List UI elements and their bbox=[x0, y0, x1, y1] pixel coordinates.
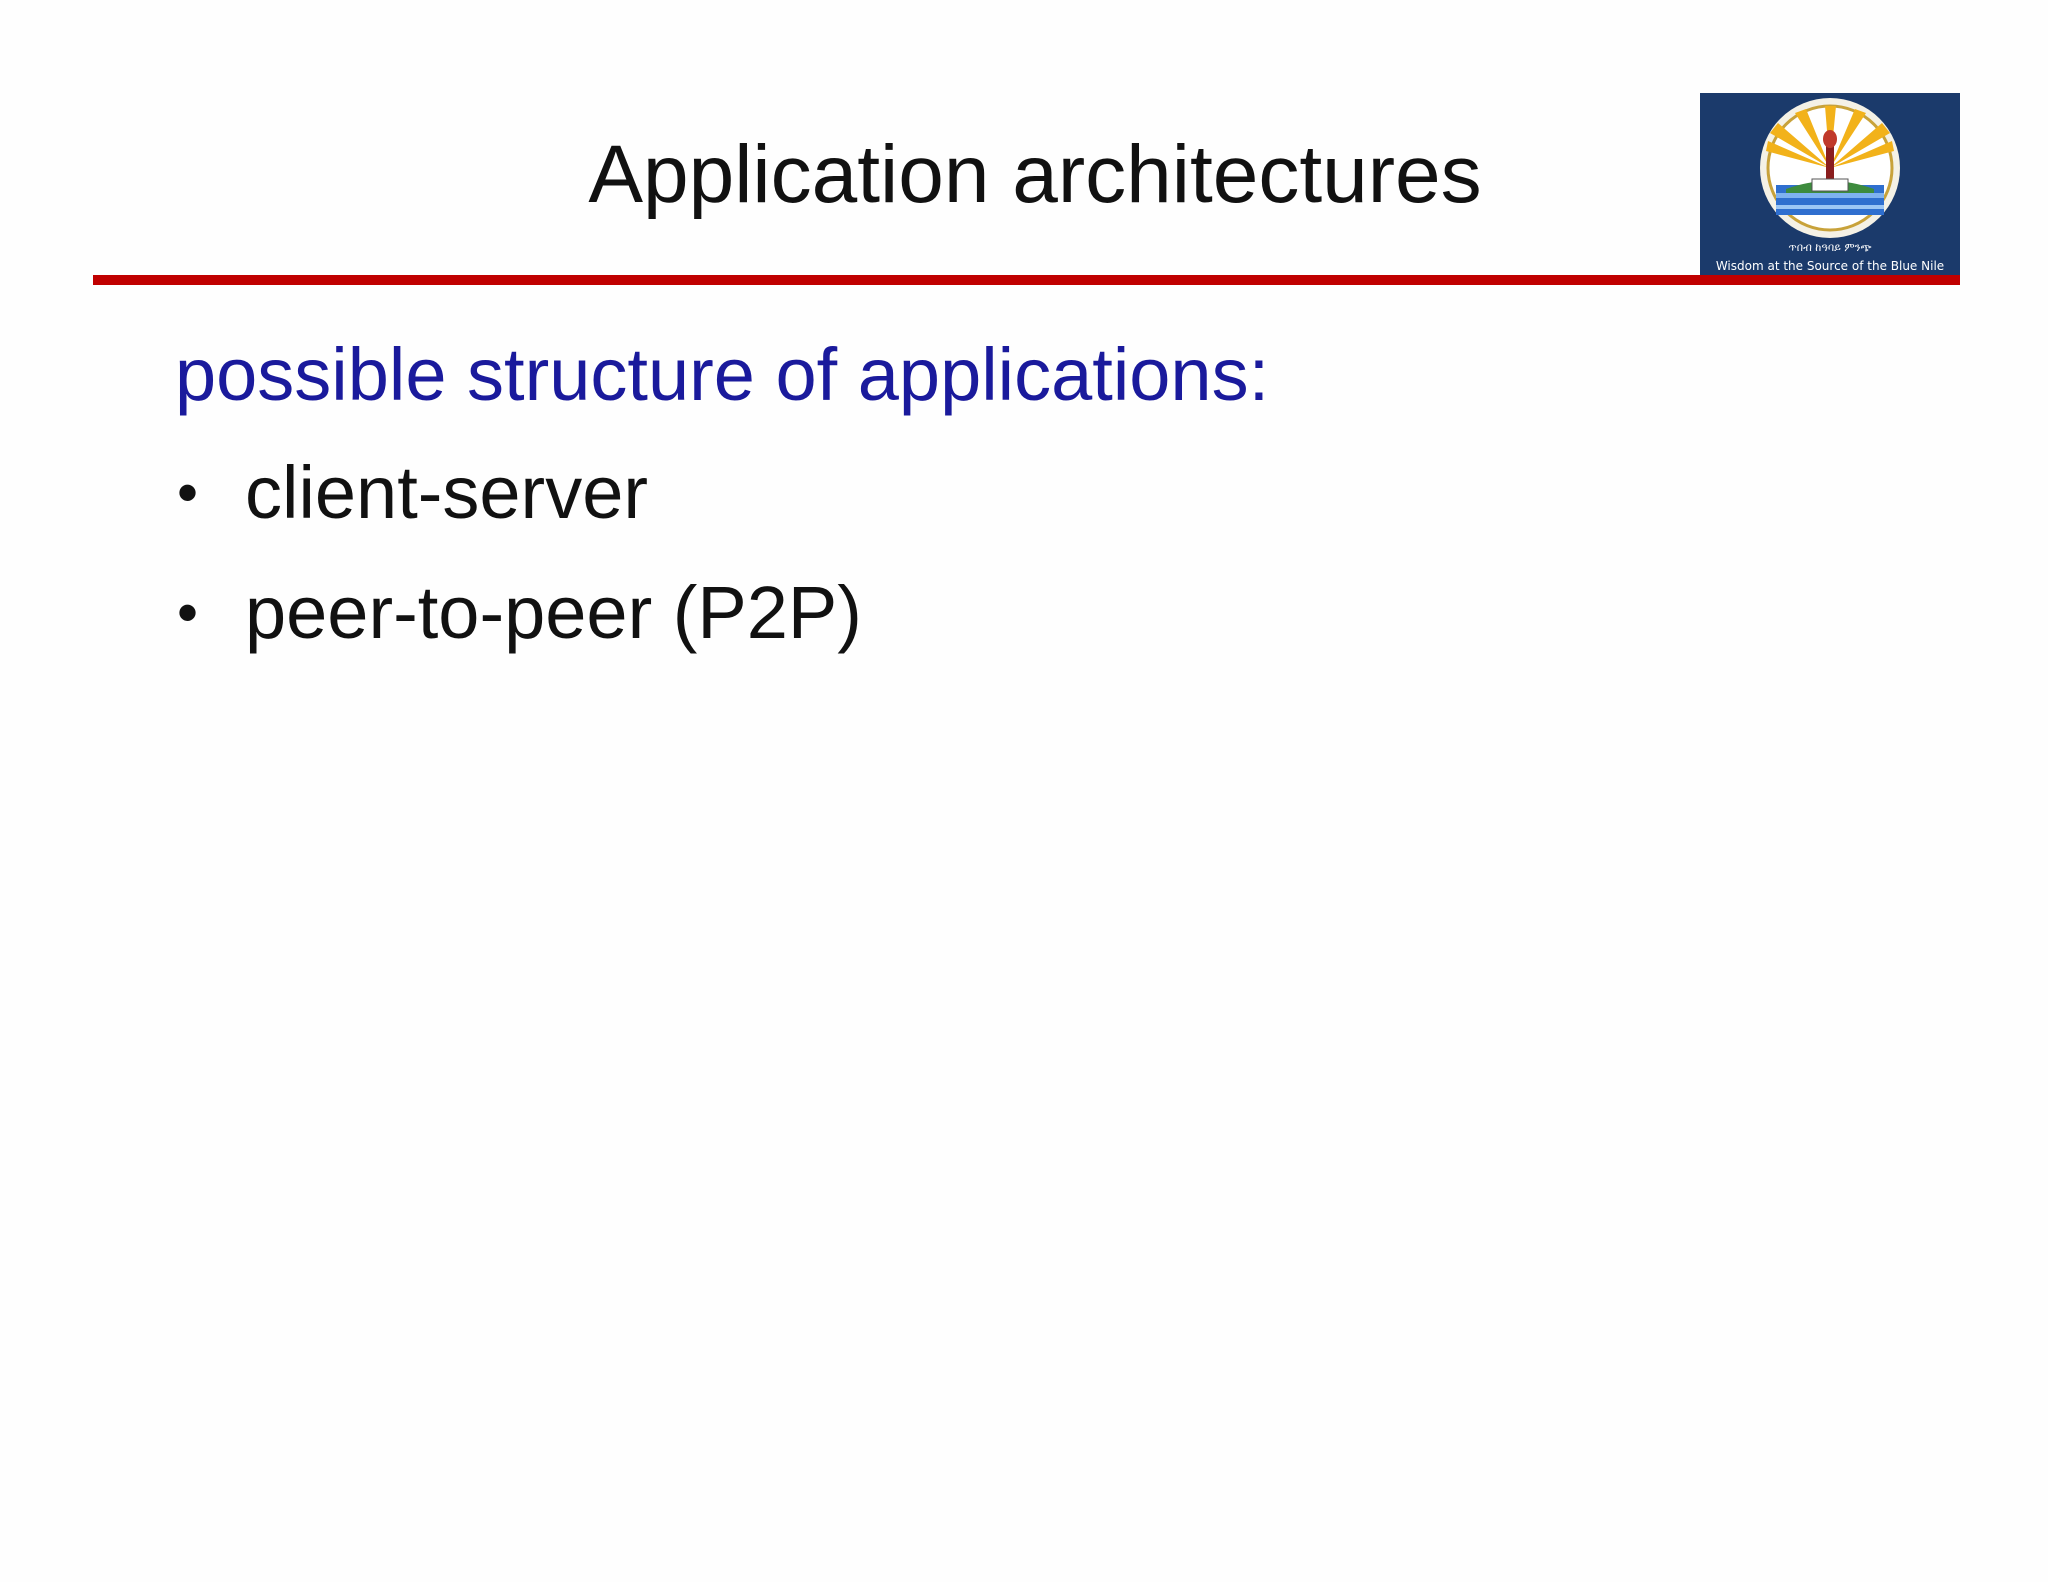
bullet-text: peer-to-peer (P2P) bbox=[245, 571, 862, 654]
bullet-icon: • bbox=[177, 459, 199, 526]
slide-title: Application architectures bbox=[588, 129, 1482, 220]
logo-amharic-text: ጥበብ ከዓባይ ምንጭ bbox=[1788, 241, 1872, 254]
title-divider bbox=[93, 275, 1960, 285]
university-logo: ጥበብ ከዓባይ ምንጭ Wisdom at the Source of the… bbox=[1700, 93, 1960, 278]
bullet-text: client-server bbox=[245, 451, 648, 534]
bullet-icon: • bbox=[177, 579, 199, 646]
list-item: • peer-to-peer (P2P) bbox=[175, 568, 862, 658]
logo-motto: Wisdom at the Source of the Blue Nile bbox=[1715, 259, 1945, 273]
bullet-list: • client-server • peer-to-peer (P2P) bbox=[175, 448, 862, 688]
university-seal-icon bbox=[1760, 98, 1900, 238]
content-heading: possible structure of applications: bbox=[175, 333, 1270, 416]
list-item: • client-server bbox=[175, 448, 862, 538]
